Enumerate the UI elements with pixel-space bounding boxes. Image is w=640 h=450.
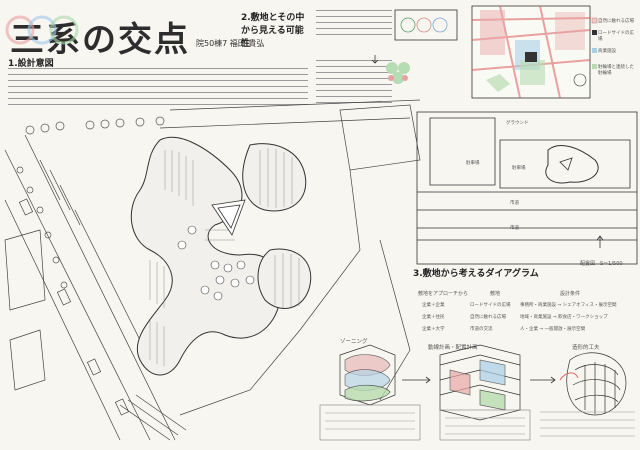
site-plan (416, 111, 638, 265)
zoning-diagram (339, 344, 396, 406)
courtyard-triangle (211, 199, 246, 236)
step-circulation: 動線計画・配置計画 (428, 345, 478, 351)
diagram-row2-a: 企業＋住民 (422, 315, 445, 320)
parking-label-1: 駐車場 (466, 161, 480, 166)
diagram-row2-b: 自然に触れる広場 (470, 315, 506, 320)
parking-label-2: 駐車場 (512, 166, 526, 171)
legend-swatches (591, 17, 598, 69)
perspective-drawing (4, 99, 421, 441)
diagram-row3-b: 市道の交流 (470, 327, 493, 332)
diagram-col1: 敷地 (490, 291, 501, 297)
diagram-row1-b: ロードサイドの広場 (470, 303, 511, 308)
site-view-text (316, 10, 392, 40)
road-label-1: 市道 (510, 201, 519, 206)
ground-label: グラウンド (506, 121, 529, 126)
form-diagram (559, 352, 627, 416)
section-design-intent: 1.設計意図 (8, 59, 54, 69)
section-site-view: 2.敷地とその中から見える可能性 (241, 13, 305, 49)
diagram-row2-c: 地域・商業施設 → 飲食店・ワークショップ (520, 315, 608, 320)
diagram-row3-c: 人・企業 → 一般開放・展示空間 (520, 327, 586, 332)
circulation-diagram (439, 344, 521, 421)
legend-item-3: 商業施設 (598, 49, 616, 54)
author-line: 院50棟7 福田 貴弘 (196, 39, 265, 48)
legend-item-1: 自然に触れる広場 (598, 19, 634, 24)
step-form: 造形的工夫 (572, 345, 600, 351)
flow-arrows (402, 376, 556, 384)
diagram-notes (319, 404, 635, 441)
design-intent-text (8, 68, 308, 110)
site-view-sketch (371, 9, 458, 84)
section-diagram: 3.敷地から考えるダイアグラム (413, 269, 539, 279)
page-title: 三系の交点 (10, 20, 190, 60)
diagram-row1-a: 企業＋企業 (422, 303, 445, 308)
diagram-col2: 設計条件 (560, 291, 581, 297)
building-hatching (149, 148, 300, 366)
diagram-header: 敷地をアプローチから (418, 291, 469, 297)
plaza-furniture (177, 225, 255, 301)
legend-item-2: ロードサイドの広場 (598, 31, 634, 42)
location-map (471, 5, 591, 99)
road-label-2: 市道 (510, 226, 519, 231)
diagram-row3-a: 企業＋大学 (422, 327, 445, 332)
diagram-row1-c: 事務所・商業施設 → シェアオフィス・展示空間 (520, 303, 617, 308)
step-zoning: ゾーニング (340, 339, 368, 345)
legend-item-4: 駐輪場と連続した駐輪場 (598, 65, 634, 76)
